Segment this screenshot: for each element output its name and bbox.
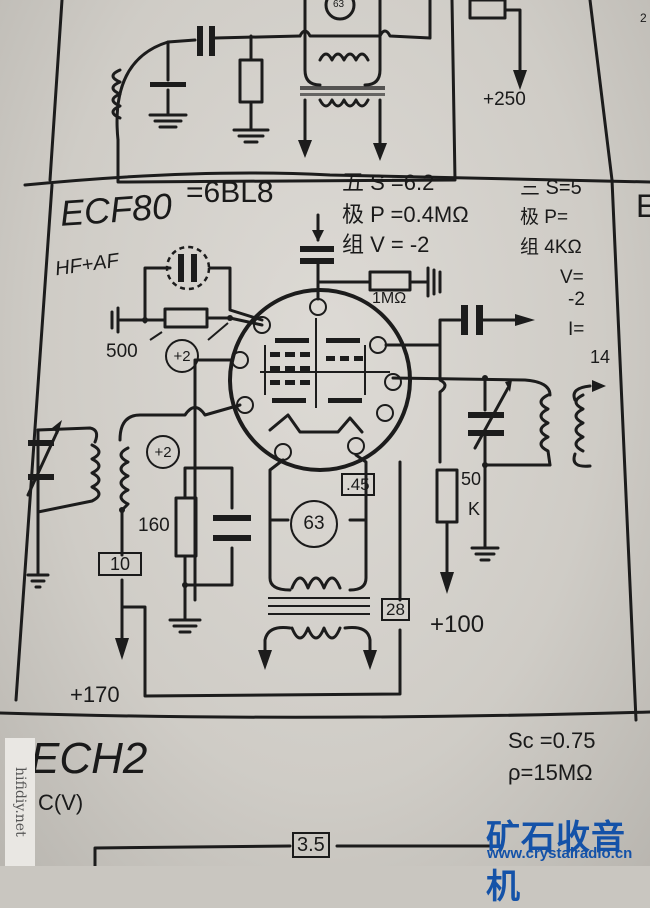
top-supply-label: +250 bbox=[483, 89, 526, 110]
top-circuit bbox=[111, 0, 527, 184]
frame-right bbox=[610, 178, 638, 722]
side-watermark: hifidiy.net bbox=[5, 738, 35, 866]
site-logo-url: www.crystalradio.cn bbox=[487, 845, 633, 862]
resistor-160-label: 160 bbox=[138, 515, 170, 536]
box-10: 10 bbox=[98, 552, 142, 576]
section-divider-bottom bbox=[0, 710, 650, 719]
ech2-box-35: 3.5 bbox=[292, 832, 330, 858]
screen-tag-lower: +2 bbox=[146, 435, 180, 469]
ecf80-circuit bbox=[26, 213, 606, 698]
plate-resistor-label: 50 bbox=[461, 469, 482, 489]
ech2-sc: Sc =0.75 bbox=[508, 728, 596, 753]
frame-left-top bbox=[48, 0, 64, 182]
supply-left-label: +170 bbox=[70, 682, 120, 707]
triode-p: 极 P= bbox=[520, 207, 569, 228]
screen-tag-upper: +2 bbox=[165, 339, 199, 373]
pentode-s: 五 S =6.2 bbox=[342, 170, 435, 195]
schematic-drawing bbox=[0, 0, 650, 866]
pentode-p: 极 P =0.4MΩ bbox=[342, 202, 469, 227]
triode-i: I= bbox=[568, 319, 585, 340]
plate-resistor-unit: K bbox=[468, 499, 481, 519]
grid-resistor-label: 1MΩ bbox=[372, 290, 407, 307]
ech2-circuit bbox=[93, 844, 502, 866]
tube-equivalent: =6BL8 bbox=[186, 176, 274, 209]
triode-v: V= bbox=[560, 267, 584, 288]
section-divider-top bbox=[23, 171, 650, 187]
triode-p-value: 组 4KΩ bbox=[520, 237, 582, 258]
tube-title: ECF80 bbox=[58, 185, 174, 234]
frame-right-top bbox=[588, 0, 614, 182]
top-heater-label: 63 bbox=[333, 0, 345, 10]
heater-circle-63: 63 bbox=[290, 500, 338, 548]
ech2-title: ECH2 bbox=[30, 734, 148, 783]
tube-envelope bbox=[228, 288, 412, 472]
pentode-v: 组 V = -2 bbox=[342, 232, 430, 257]
box-28: 28 bbox=[381, 598, 410, 621]
triode-i-value: 14 bbox=[590, 347, 611, 367]
next-section-letter: E bbox=[636, 188, 650, 224]
ech2-rho: ρ=15MΩ bbox=[508, 760, 593, 785]
triode-s: 三 S=5 bbox=[520, 177, 582, 199]
ech2-subtitle: C(V) bbox=[38, 790, 84, 815]
box-45: .45 bbox=[341, 473, 375, 496]
cathode-resistor-label: 500 bbox=[106, 341, 138, 362]
supply-right-label: +100 bbox=[430, 611, 485, 638]
triode-v-value: -2 bbox=[568, 289, 585, 310]
edge-text: 2 bbox=[640, 11, 647, 25]
